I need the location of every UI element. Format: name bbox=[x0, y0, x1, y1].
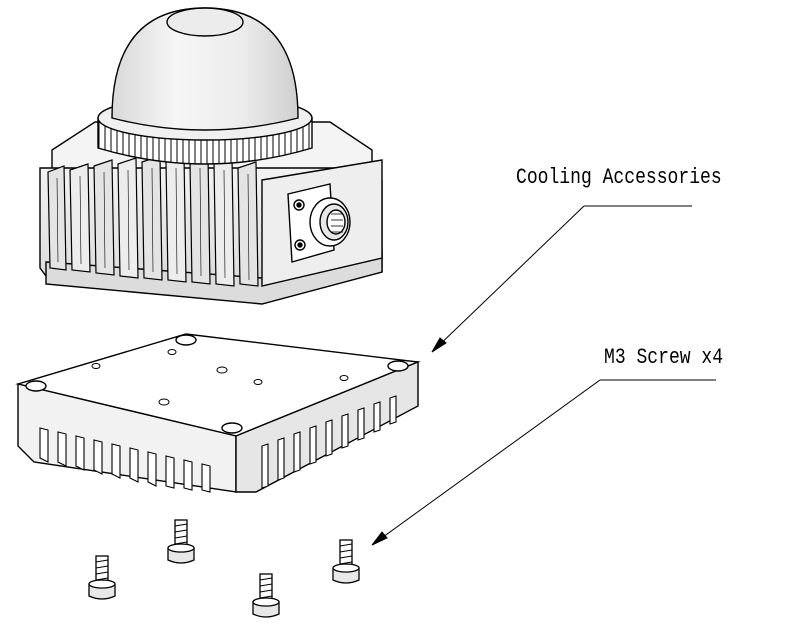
camera-unit bbox=[39, 7, 383, 305]
m3-screw-label: M3 Screw x4 bbox=[604, 345, 724, 370]
dome-top-window bbox=[166, 7, 244, 37]
screw-leader-line bbox=[371, 379, 601, 546]
m3-screw-1 bbox=[167, 519, 195, 564]
cooling-accessories-label: Cooling Accessories bbox=[516, 165, 722, 190]
cooling-leader-line bbox=[431, 205, 585, 353]
cooling-arrowhead-icon bbox=[431, 337, 447, 353]
leader-lines bbox=[371, 205, 716, 546]
heatsink-fins-left bbox=[39, 427, 211, 493]
screw-arrowhead-icon bbox=[371, 531, 388, 546]
m3-screw-4 bbox=[332, 539, 360, 584]
heatsink-mounting-holes bbox=[91, 349, 349, 406]
camera-cooling-fins bbox=[47, 155, 259, 287]
m3-screw-2 bbox=[88, 555, 116, 600]
dome-cover bbox=[111, 7, 299, 131]
m3-screw-3 bbox=[252, 573, 280, 618]
m3-screw-set bbox=[88, 519, 360, 618]
cooling-heatsink bbox=[15, 333, 421, 493]
heatsink-fins-right bbox=[261, 395, 397, 489]
